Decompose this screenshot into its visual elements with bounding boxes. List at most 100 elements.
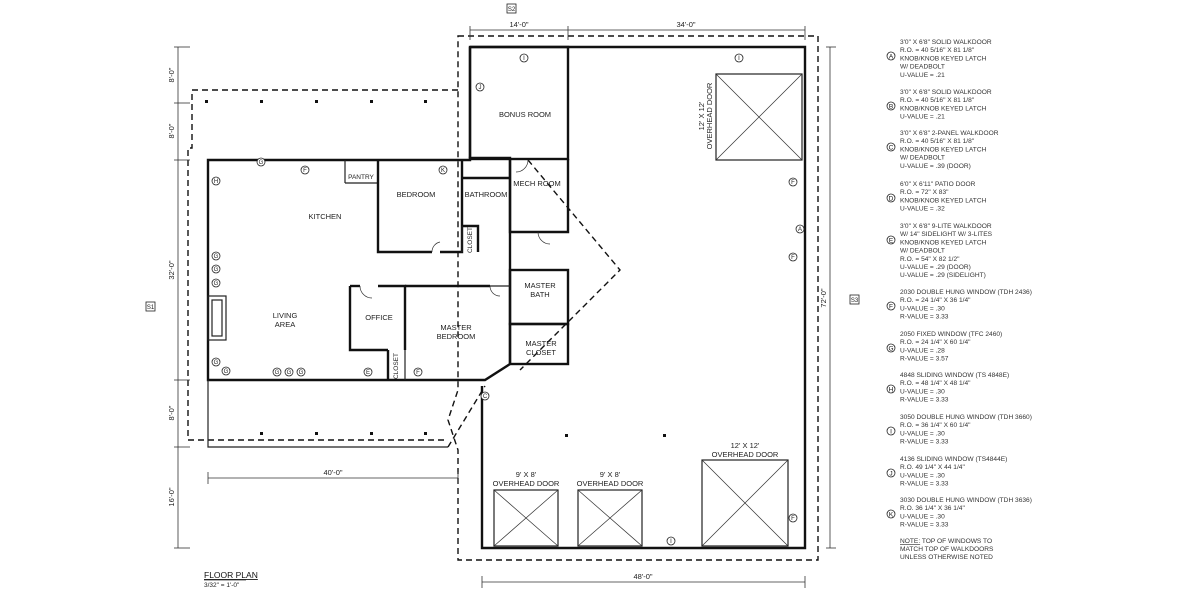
overhead-door-small-mid-label-2: OVERHEAD DOOR <box>577 479 644 488</box>
overhead-door-bottom-box <box>701 459 789 547</box>
house-wall <box>206 156 512 382</box>
svg-text:F: F <box>791 255 795 261</box>
section-marker-right <box>849 294 860 305</box>
room-label-master-bedroom-2: BEDROOM <box>437 332 476 341</box>
schedule-line: R-VALUE = 3.33 <box>900 439 949 446</box>
section-marker-top <box>506 3 517 14</box>
svg-text:G: G <box>214 254 219 260</box>
schedule-key-circle <box>886 384 896 394</box>
schedule-note-line-3: UNLESS OTHERWISE NOTED <box>900 554 993 561</box>
schedule-note-line-2: MATCH TOP OF WALKDOORS <box>900 546 994 553</box>
dim-top-left: 14'-0" <box>509 20 528 29</box>
tag-circle <box>519 53 529 63</box>
schedule-line: 3030 DOUBLE HUNG WINDOW (TDH 3636) <box>900 497 1032 504</box>
schedule-line: U-VALUE = .21 <box>900 72 945 79</box>
bedroom-wall <box>376 160 432 254</box>
svg-text:H: H <box>214 179 218 185</box>
schedule-line: U-VALUE = .39 (DOOR) <box>900 163 971 170</box>
note-text-1: TOP OF WINDOWS TO <box>920 538 992 545</box>
schedule-line: R.O. 36 1/4" X 36 1/4" <box>900 505 965 512</box>
bonus-room-wall <box>468 45 570 161</box>
schedule-key: I <box>890 428 892 435</box>
room-label-pantry: PANTRY <box>348 174 374 181</box>
section-marker-left-label: S1 <box>147 305 155 311</box>
svg-text:G: G <box>259 160 264 166</box>
drawing-scale: 3/32" = 1'-0" <box>204 582 240 589</box>
schedule-line: U-VALUE = .21 <box>900 114 945 121</box>
schedule-key-circle <box>886 193 896 203</box>
svg-text:F: F <box>303 168 307 174</box>
svg-text:A: A <box>798 227 802 233</box>
porch-area <box>205 100 666 448</box>
schedule-key-circle <box>886 343 896 353</box>
schedule-entry: K 3030 DOUBLE HUNG WINDOW (TDH 3636)R.O. … <box>886 497 1032 529</box>
breezeway-roof <box>519 159 621 371</box>
overhead-door-small-left-box <box>493 489 559 547</box>
overhead-door-top-label-1: 12' X 12' <box>697 101 706 130</box>
room-label-closet: CLOSET <box>467 227 474 253</box>
overhead-door-bottom-label-2: OVERHEAD DOOR <box>712 450 779 459</box>
schedule-key: F <box>889 303 893 310</box>
schedule-note-line-1: NOTE: TOP OF WINDOWS TO <box>900 538 992 545</box>
overhead-door-small-mid-label-1: 9' X 8' <box>600 470 621 479</box>
room-label-master-closet-1: MASTER <box>525 339 557 348</box>
schedule-line: W/ DEADBOLT <box>900 248 945 255</box>
room-label-master-bedroom-1: MASTER <box>440 323 472 332</box>
svg-text:F: F <box>791 180 795 186</box>
room-label-master-bath-1: MASTER <box>524 281 556 290</box>
house-building <box>187 89 551 441</box>
schedule-line: R-VALUE = 3.33 <box>900 314 949 321</box>
schedule-line: R.O. = 36 1/4" X 60 1/4" <box>900 422 971 429</box>
room-label-kitchen: KITCHEN <box>309 212 342 221</box>
schedule-line: U-VALUE = .29 (DOOR) <box>900 264 971 271</box>
note-label: NOTE: <box>900 538 920 545</box>
schedule-line: KNOB/KNOB KEYED LATCH <box>900 55 987 62</box>
dim-left-4: 8'-0" <box>167 405 176 420</box>
schedule-key: G <box>888 345 893 352</box>
svg-text:G: G <box>214 360 219 366</box>
section-marker-right-label: S3 <box>851 298 859 304</box>
room-label-bonus: BONUS ROOM <box>499 110 551 119</box>
dim-left-2: 8'-0" <box>167 123 176 138</box>
overhead-door-small-left-label-2: OVERHEAD DOOR <box>493 479 560 488</box>
schedule-key: D <box>889 195 894 202</box>
svg-text:K: K <box>441 168 445 174</box>
schedule-line: R-VALUE = 3.33 <box>900 397 949 404</box>
schedule-key: A <box>889 53 894 60</box>
schedule-key: K <box>889 511 894 518</box>
svg-text:F: F <box>791 516 795 522</box>
schedule-line: 3050 DOUBLE HUNG WINDOW (TDH 3660) <box>900 414 1032 421</box>
house-roof-overhang <box>187 89 458 441</box>
overhead-door-top-label-2: OVERHEAD DOOR <box>705 82 714 149</box>
section-marker-top-label: S2 <box>508 7 516 13</box>
svg-text:F: F <box>416 370 420 376</box>
overhead-door-small-left-label-1: 9' X 8' <box>516 470 537 479</box>
room-label-living-1: LIVING <box>273 311 298 320</box>
schedule-line: KNOB/KNOB KEYED LATCH <box>900 146 987 153</box>
room-label-master-closet-2: CLOSET <box>526 348 556 357</box>
schedule-line: U-VALUE = .30 <box>900 305 945 312</box>
schedule-key-circle <box>886 142 896 152</box>
schedule-line: 3'0" X 6'8" 9-LITE WALKDOOR <box>900 223 992 230</box>
overhead-door-top-box <box>715 73 803 161</box>
schedule-key: H <box>889 386 894 393</box>
garage-wall <box>470 45 807 550</box>
schedule-line: R.O. = 40 5/16" X 81 1/8" <box>900 47 975 54</box>
schedule-line: W/ DEADBOLT <box>900 155 945 162</box>
schedule-line: KNOB/KNOB KEYED LATCH <box>900 239 987 246</box>
dimension-lines <box>174 26 836 588</box>
schedule-line: R-VALUE = 3.33 <box>900 481 949 488</box>
svg-text:G: G <box>224 369 229 375</box>
schedule-line: R.O. = 72" X 83" <box>900 189 949 196</box>
schedule-key-circle <box>886 101 896 111</box>
schedule-line: U-VALUE = .30 <box>900 472 945 479</box>
schedule-line: U-VALUE = .30 <box>900 513 945 520</box>
schedule-line: 6'0" X 6'11" PATIO DOOR <box>900 181 976 188</box>
